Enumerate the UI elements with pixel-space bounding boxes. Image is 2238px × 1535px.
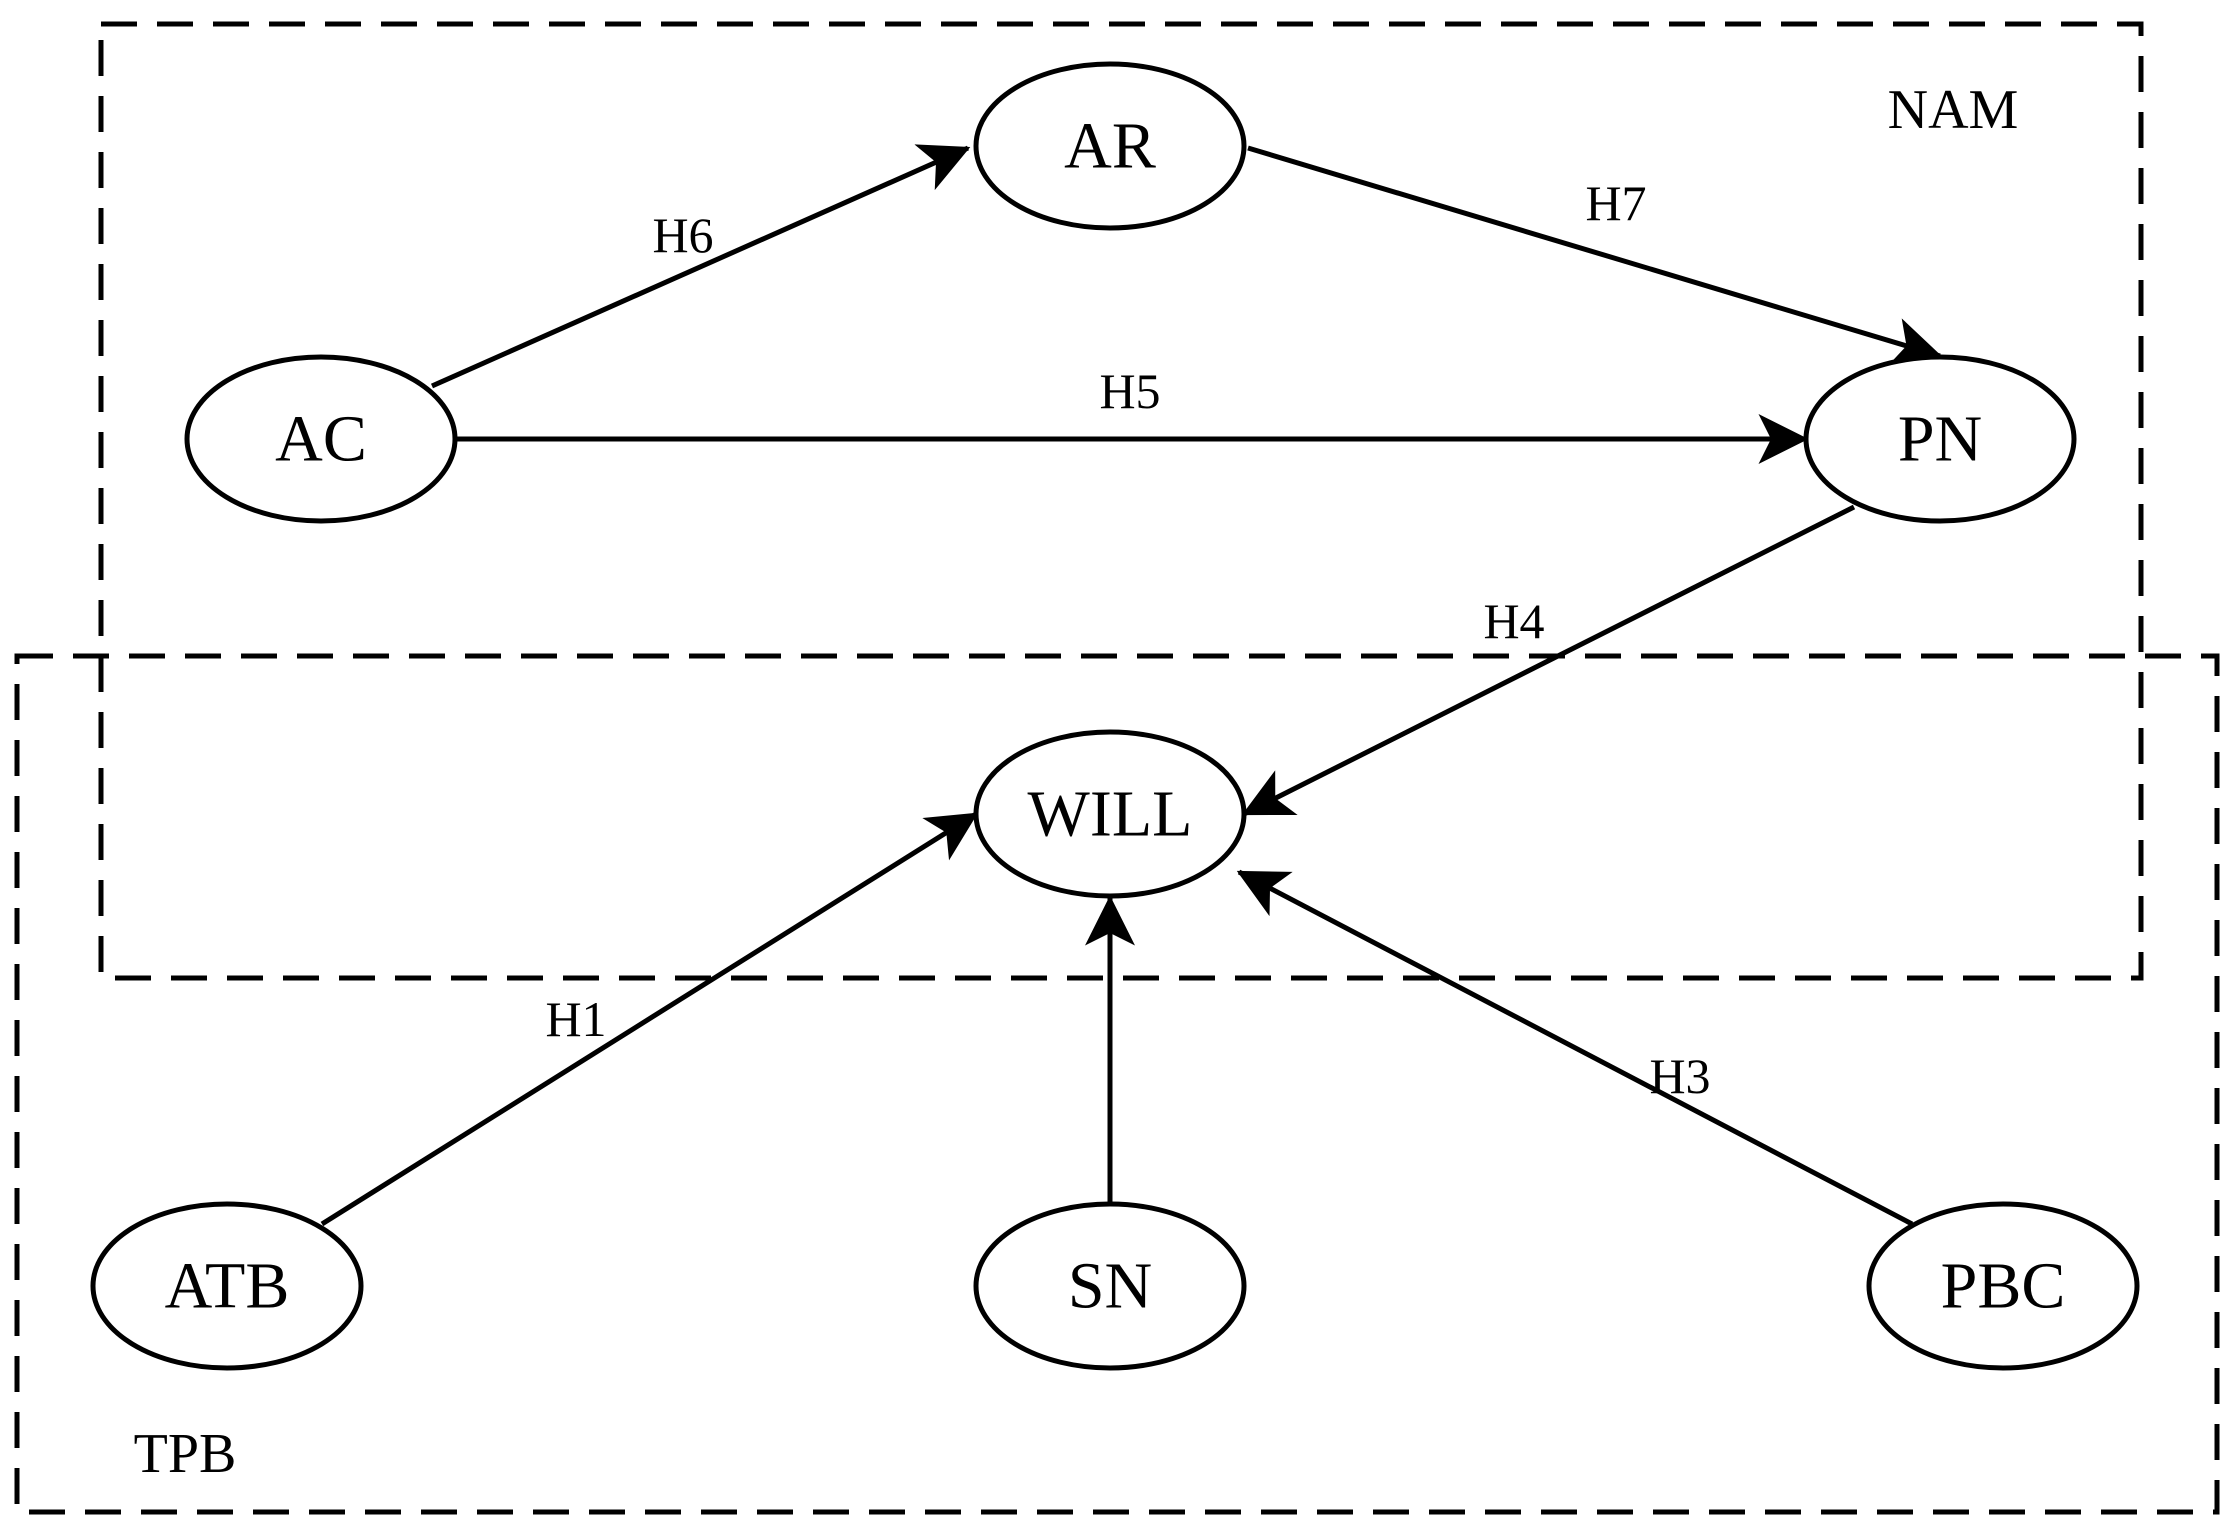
node-pn: PN <box>1803 354 2077 524</box>
edge-label-h4: H4 <box>1483 593 1544 649</box>
node-pn-shape <box>1803 354 2077 524</box>
node-sn-shape <box>973 1201 1247 1371</box>
node-pbc-shape <box>1866 1201 2140 1371</box>
node-will-label: WILL <box>1028 778 1193 851</box>
node-atb-label: ATB <box>165 1250 290 1323</box>
node-will: WILL <box>973 729 1247 899</box>
edge-h7 <box>1247 145 1943 367</box>
node-ac-shape <box>184 354 458 524</box>
node-ac-label: AC <box>275 403 367 476</box>
nam-group-box <box>98 21 2144 981</box>
node-pbc-label: PBC <box>1941 1250 2066 1323</box>
node-pn-label: PN <box>1898 403 1982 476</box>
tpb-group-label: TPB <box>134 1423 237 1485</box>
tpb-group-box <box>14 653 2220 1515</box>
node-sn-label: SN <box>1068 1250 1152 1323</box>
edges <box>320 144 1943 1227</box>
nam-group-label: NAM <box>1888 79 2019 141</box>
edge-h3 <box>1236 869 1914 1227</box>
edge-label-h6: H6 <box>652 207 713 263</box>
node-ac: AC <box>184 354 458 524</box>
edge-label-h1: H1 <box>545 991 606 1047</box>
node-ar-shape <box>973 61 1247 231</box>
edge-h6 <box>430 144 971 389</box>
node-ar-label: AR <box>1064 110 1156 183</box>
node-pbc: PBC <box>1866 1201 2140 1371</box>
node-atb: ATB <box>90 1201 364 1371</box>
edge-label-h5: H5 <box>1099 363 1160 419</box>
node-ar: AR <box>973 61 1247 231</box>
edge-label-h7: H7 <box>1585 175 1646 231</box>
edge-h1 <box>320 811 979 1227</box>
node-will-shape <box>973 729 1247 899</box>
edge-h4 <box>1241 504 1856 817</box>
node-sn: SN <box>973 1201 1247 1371</box>
node-atb-shape <box>90 1201 364 1371</box>
edge-label-h3: H3 <box>1649 1048 1710 1104</box>
